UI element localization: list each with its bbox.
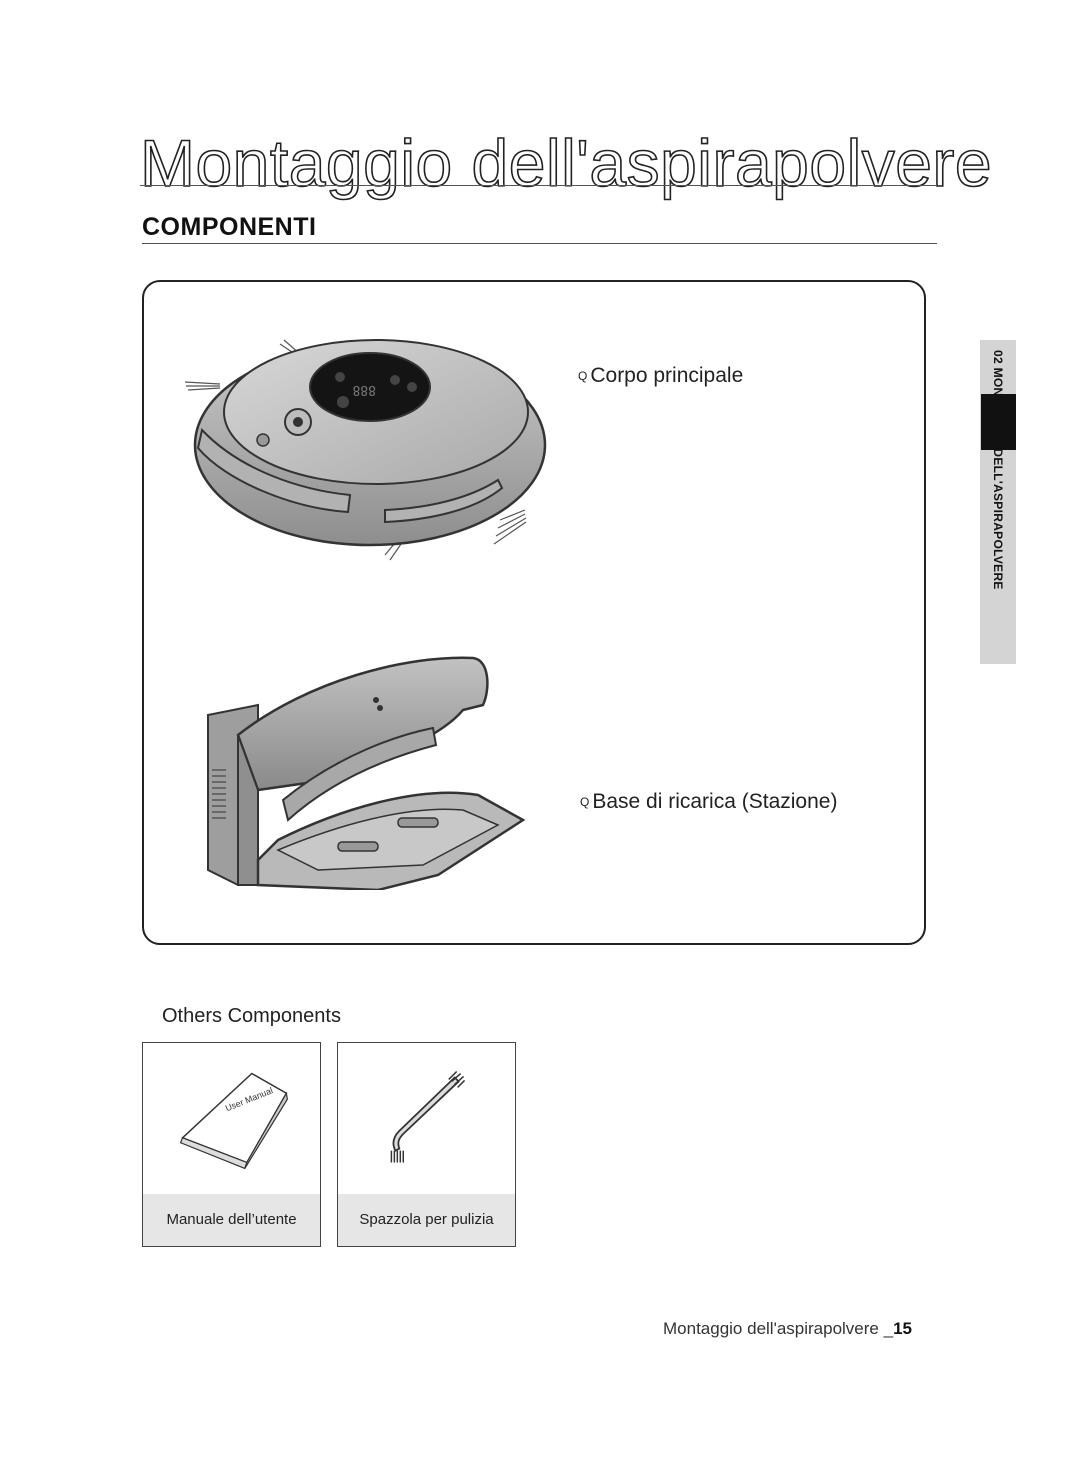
callout-marker: Q <box>580 795 590 810</box>
robot-vacuum-illustration: 888 <box>184 339 547 561</box>
section-underline <box>142 243 937 244</box>
cleaning-brush-illustration <box>390 1071 466 1163</box>
charging-station-illustration <box>207 656 526 890</box>
chapter-side-tab: 02 MONTAGGIO DELL'ASPIRAPOLVERE <box>980 340 1016 664</box>
cleaning-brush-card: Spazzola per pulizia <box>337 1042 516 1247</box>
page-footer: Montaggio dell'aspirapolvere _15 <box>663 1320 912 1337</box>
robot-display-text: 888 <box>353 382 376 397</box>
callout-label: Corpo principale <box>590 364 744 387</box>
user-manual-card: User Manual Manuale dell’utente <box>142 1042 321 1247</box>
user-manual-illustration: User Manual <box>179 1072 288 1170</box>
page-title: Montaggio dell'aspirapolvere <box>139 126 993 200</box>
user-manual-caption: Manuale dell’utente <box>143 1194 320 1246</box>
others-components-heading: Others Components <box>162 1005 341 1027</box>
section-heading: COMPONENTI <box>142 213 317 241</box>
footer-text: Montaggio dell'aspirapolvere _ <box>663 1319 894 1338</box>
components-panel <box>142 280 926 945</box>
page-number: 15 <box>893 1319 912 1338</box>
callout-marker: Q <box>578 369 588 384</box>
callout-label: Base di ricarica (Stazione) <box>592 790 838 813</box>
chapter-tab-label: 02 MONTAGGIO DELL'ASPIRAPOLVERE <box>991 350 1005 590</box>
cleaning-brush-caption: Spazzola per pulizia <box>338 1194 515 1246</box>
title-underline <box>140 185 937 186</box>
chapter-tab-marker <box>981 394 1016 450</box>
